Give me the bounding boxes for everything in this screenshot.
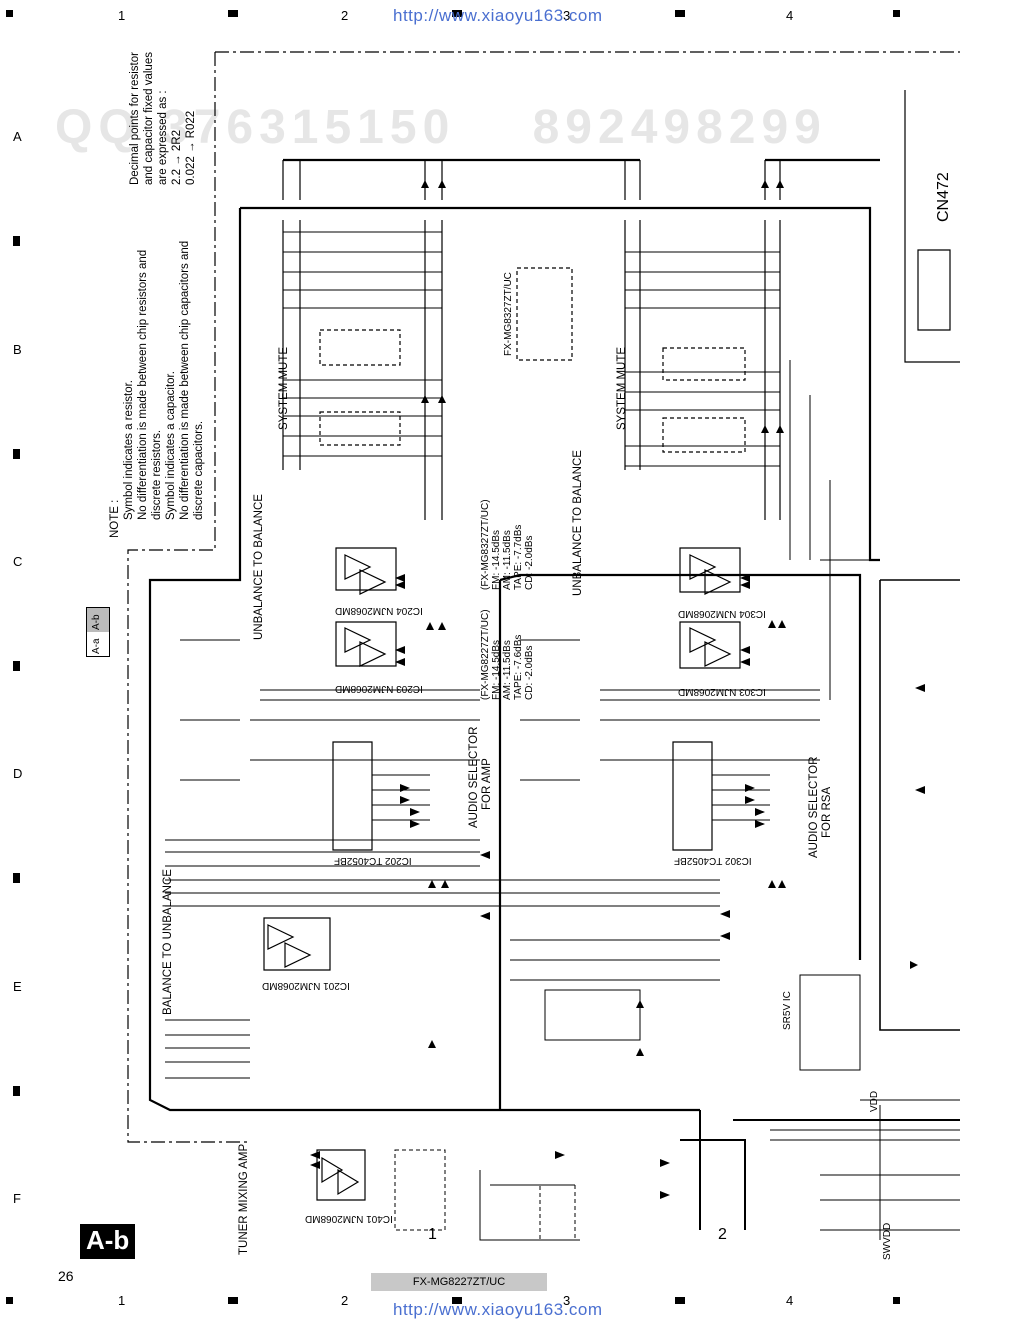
sheet-tabs: A-a A-b bbox=[86, 607, 110, 657]
footer-url[interactable]: http://www.xiaoyu163.com bbox=[393, 1300, 603, 1319]
grid-col-3-top: 3 bbox=[563, 8, 571, 23]
footer-model-box: FX-MG8227ZT/UC bbox=[371, 1273, 547, 1291]
system-mute-label-1: SYSTEM MUTE bbox=[278, 346, 290, 430]
decimal-line4: 2.2 → 2R2 bbox=[171, 130, 183, 185]
grid-row-e: E bbox=[13, 979, 22, 994]
vdd-label: VDD bbox=[869, 1090, 880, 1112]
balance-to-unbalance-label: BALANCE TO UNBALANCE bbox=[162, 869, 174, 1015]
grid-row-d: D bbox=[13, 766, 23, 781]
watermark-digits: QQ 376315150 892498299 bbox=[55, 101, 827, 154]
model-note-title: (FX-MG8327ZT/UC) bbox=[480, 499, 491, 590]
model-note2-am: AM: -11.5dBs bbox=[502, 640, 513, 700]
tab-a-b-bg bbox=[87, 608, 109, 632]
grid-col-4-bottom: 4 bbox=[786, 1293, 794, 1308]
model-note2-cd: CD: -2.0dBs bbox=[524, 645, 535, 700]
decimal-line3: are expressed as : bbox=[157, 90, 169, 185]
page-number: 26 bbox=[58, 1268, 74, 1284]
connector-label: CN472 bbox=[935, 172, 952, 222]
grid-mark bbox=[13, 449, 20, 459]
grid-col-2-bottom: 2 bbox=[341, 1293, 349, 1308]
tab-a-a[interactable]: A-a bbox=[91, 638, 102, 654]
system-mute-label-2: SYSTEM MUTE bbox=[616, 346, 628, 430]
ic303-label: IC303 NJM2068MD bbox=[678, 686, 766, 697]
ic202-label: IC202 TC4052BF bbox=[334, 855, 412, 866]
section-marker-1: 1 bbox=[428, 1226, 437, 1243]
grid-row-a: A bbox=[13, 129, 22, 144]
ic204-label: IC204 NJM2068MD bbox=[335, 605, 423, 616]
grid-row-f: F bbox=[13, 1191, 21, 1206]
grid-mark bbox=[893, 1297, 900, 1304]
audio-selector-amp-label-2: FOR AMP bbox=[481, 758, 493, 810]
grid-col-1-top: 1 bbox=[118, 8, 126, 23]
ic201-label: IC201 NJM2068MD bbox=[262, 980, 350, 991]
grid-mark bbox=[452, 10, 462, 17]
decimal-note: Decimal points for resistor and capacito… bbox=[128, 5, 198, 185]
grid-mark bbox=[13, 661, 20, 671]
decimal-line5: 0.022 → R022 bbox=[185, 110, 197, 185]
grid-mark bbox=[228, 1297, 238, 1304]
grid-mark bbox=[893, 10, 900, 17]
model-note-am: AM: -11.5dBs bbox=[502, 530, 513, 590]
model-note-cd: CD: -2.0dBs bbox=[524, 535, 535, 590]
note-title: NOTE : bbox=[109, 499, 121, 538]
model-note-8227: (FX-MG8227ZT/UC) FM: -14.5dBs AM: -11.5d… bbox=[480, 609, 535, 700]
audio-selector-rsa-label-2: FOR RSA bbox=[821, 786, 833, 838]
grid-mark bbox=[13, 236, 20, 246]
grid-mark bbox=[13, 1086, 20, 1096]
grid-col-4-top: 4 bbox=[786, 8, 794, 23]
grid-col-1-bottom: 1 bbox=[118, 1293, 126, 1308]
grid-mark bbox=[675, 10, 685, 17]
model-note2-fm: FM: -14.5dBs bbox=[491, 639, 502, 700]
audio-selector-amp-label-1: AUDIO SELECTOR bbox=[468, 726, 480, 828]
ic203-label: IC203 NJM2068MD bbox=[335, 683, 423, 694]
swvdd-label: SWVDD bbox=[882, 1222, 893, 1260]
fx-box-label: FX-MG8327ZT/UC bbox=[503, 272, 514, 356]
ic304-label: IC304 NJM2068MD bbox=[678, 608, 766, 619]
sheet-badge: A-b bbox=[80, 1224, 136, 1259]
model-note2-tape: TAPE: -7.6dBs bbox=[513, 634, 524, 700]
grid-mark bbox=[13, 873, 20, 883]
header-url[interactable]: http://www.xiaoyu163.com bbox=[393, 6, 603, 25]
unbalance-to-balance-label-2: UNBALANCE TO BALANCE bbox=[572, 450, 584, 596]
model-note-tape: TAPE: -7.7dBs bbox=[513, 524, 524, 590]
model-note-8327: (FX-MG8327ZT/UC) FM: -14.5dBs AM: -11.5d… bbox=[480, 499, 535, 590]
decimal-line2: and capacitor fixed values bbox=[143, 52, 155, 185]
grid-row-b: B bbox=[13, 342, 22, 357]
grid-mark bbox=[228, 10, 238, 17]
ic302-label: IC302 TC4052BF bbox=[674, 855, 752, 866]
grid-mark bbox=[675, 1297, 685, 1304]
grid-row-c: C bbox=[13, 554, 23, 569]
tuner-mixing-amp-label: TUNER MIXING AMP bbox=[238, 1143, 250, 1255]
model-note2-title: (FX-MG8227ZT/UC) bbox=[480, 609, 491, 700]
ic401-label: IC401 NJM2068MD bbox=[305, 1213, 393, 1224]
grid-col-2-top: 2 bbox=[341, 8, 349, 23]
grid-mark bbox=[6, 10, 13, 17]
decimal-line1: Decimal points for resistor bbox=[129, 52, 141, 185]
model-note-fm: FM: -14.5dBs bbox=[491, 529, 502, 590]
unbalance-to-balance-label-1: UNBALANCE TO BALANCE bbox=[253, 494, 265, 640]
audio-selector-rsa-label-1: AUDIO SELECTOR bbox=[808, 756, 820, 858]
sr5v-ic-label: SR5V IC bbox=[782, 991, 793, 1030]
tab-a-b[interactable]: A-b bbox=[91, 614, 102, 630]
section-marker-2: 2 bbox=[718, 1226, 727, 1243]
grid-mark bbox=[452, 1297, 462, 1304]
grid-mark bbox=[6, 1297, 13, 1304]
grid-col-3-bottom: 3 bbox=[563, 1293, 571, 1308]
